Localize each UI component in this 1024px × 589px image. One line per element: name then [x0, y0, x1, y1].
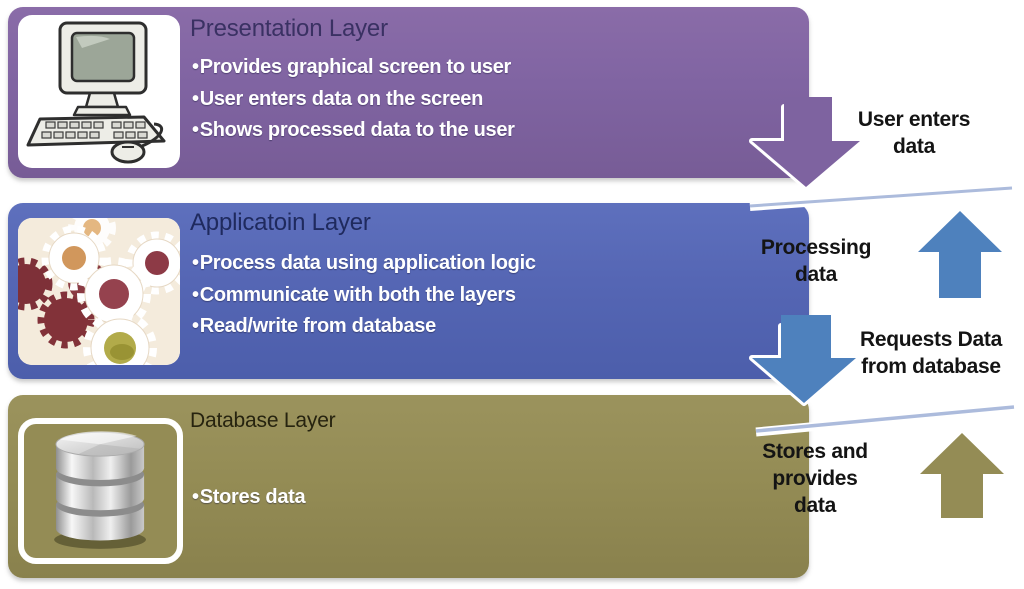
bullet-text: Process data using application logic — [199, 252, 536, 274]
blue-up-arrow — [918, 211, 1002, 298]
flow-label-line: data — [795, 263, 837, 286]
computer-icon — [18, 15, 180, 168]
bullet-dot: • — [192, 283, 199, 306]
bullet-dot: • — [192, 315, 199, 337]
bullet-text: User enters data on the screen — [199, 87, 484, 110]
flow-label-stores-provides-data: Stores and provides data — [740, 438, 890, 519]
bullet-item: •Provides graphical screen to user — [192, 52, 515, 84]
application-layer-box: Applicatoin Layer •Process data using ap… — [8, 203, 809, 379]
database-icon — [18, 418, 183, 564]
flow-label-line: from database — [861, 355, 1001, 378]
bullet-dot: • — [192, 486, 199, 508]
flow-label-requests-data: Requests Data from database — [838, 326, 1024, 380]
database-bullets: •Stores data — [192, 482, 306, 514]
application-bullets: •Process data using application logic •C… — [192, 248, 536, 343]
bullet-text: Stores data — [199, 486, 306, 508]
bullet-dot: • — [192, 119, 199, 141]
flow-label-line: Stores and — [762, 440, 868, 463]
flow-label-line: data — [893, 135, 935, 158]
flow-label-line: provides — [772, 467, 858, 490]
bullet-dot: • — [192, 87, 199, 110]
flow-label-user-enters-data: User enters data — [836, 106, 992, 160]
bullet-dot: • — [192, 252, 199, 274]
bullet-item: •User enters data on the screen — [192, 84, 515, 116]
application-layer-title: Applicatoin Layer — [190, 209, 371, 236]
bullet-dot: • — [192, 56, 199, 78]
presentation-layer-box: Presentation Layer •Provides graphical s… — [8, 7, 809, 178]
bullet-item: •Stores data — [192, 482, 306, 514]
presentation-bullets: •Provides graphical screen to user •User… — [192, 52, 515, 147]
bullet-text: Shows processed data to the user — [199, 119, 515, 141]
gears-icon — [18, 218, 180, 365]
bullet-item: •Communicate with both the layers — [192, 280, 536, 312]
presentation-layer-title: Presentation Layer — [190, 15, 388, 42]
bullet-item: •Shows processed data to the user — [192, 115, 515, 147]
database-clipart — [54, 431, 146, 549]
computer-clipart — [26, 21, 166, 164]
flow-label-line: Processing — [760, 236, 872, 259]
flow-label-processing-data: Processing data — [742, 234, 890, 288]
bullet-item: •Read/write from database — [192, 311, 536, 343]
flow-label-line: Requests Data — [860, 328, 1002, 351]
flow-label-line: data — [794, 494, 836, 517]
flow-label-line: User enters — [857, 108, 971, 131]
bullet-item: •Process data using application logic — [192, 248, 536, 280]
bullet-text: Provides graphical screen to user — [199, 56, 512, 78]
bullet-text: Read/write from database — [199, 315, 437, 337]
olive-up-arrow — [920, 433, 1004, 518]
database-layer-title: Database Layer — [190, 409, 336, 432]
gears-clipart — [18, 218, 180, 365]
database-layer-box: Database Layer •Stores data — [8, 395, 809, 578]
bullet-text: Communicate with both the layers — [199, 283, 516, 306]
